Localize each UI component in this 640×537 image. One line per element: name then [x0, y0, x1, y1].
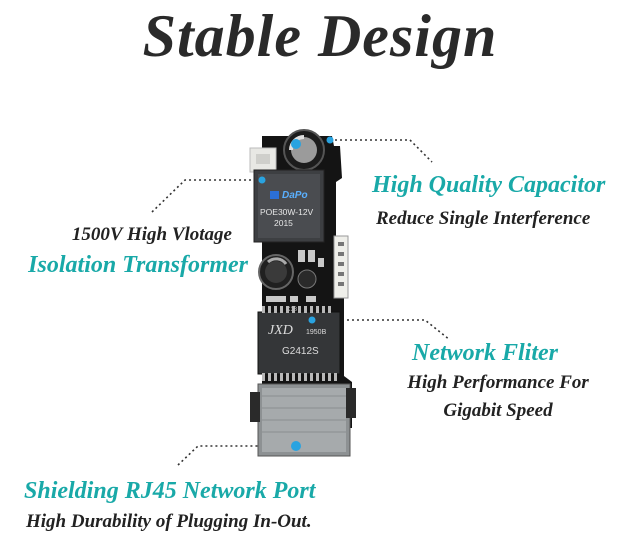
- leader-transformer: [151, 179, 262, 213]
- marker-dot-port: [291, 441, 301, 451]
- network-filter-chip: [257, 306, 341, 381]
- port-feature-title: Shielding RJ45 Network Port: [24, 478, 316, 504]
- brand-marking: DaPo: [282, 190, 308, 201]
- filter-brand-marking: JXD: [268, 323, 293, 338]
- leader-lines: [151, 139, 451, 466]
- capacitor-top: [283, 129, 325, 171]
- transformer: [253, 169, 325, 243]
- page-title: Stable Design: [142, 3, 498, 69]
- capacitor-ref-marking: C18: [286, 307, 298, 313]
- filter-feature-desc1: High Performance For: [407, 372, 589, 393]
- pin-header: [333, 235, 349, 299]
- filter-feature-desc2: Gigabit Speed: [443, 400, 553, 421]
- transformer-year-marking: 2015: [274, 218, 293, 228]
- filter-feature-title: Network Fliter: [412, 340, 559, 366]
- capacitor-lower: [258, 254, 294, 290]
- marker-dot-capacitor: [291, 139, 301, 149]
- transformer-feature-line1: 1500V High Vlotage: [71, 224, 232, 245]
- filter-model-marking: G2412S: [282, 346, 319, 357]
- filter-date-marking: 1950B: [306, 329, 327, 336]
- transformer-model-marking: POE30W-12V: [260, 207, 314, 217]
- capacitor-feature-title: High Quality Capacitor: [372, 172, 606, 198]
- capacitor-feature-desc: Reduce Single Interference: [376, 208, 591, 229]
- transformer-feature-title: Isolation Transformer: [28, 252, 248, 278]
- port-feature-desc: High Durability of Plugging In-Out.: [26, 511, 312, 532]
- leader-capacitor: [330, 139, 433, 163]
- rj45-port: [250, 383, 356, 457]
